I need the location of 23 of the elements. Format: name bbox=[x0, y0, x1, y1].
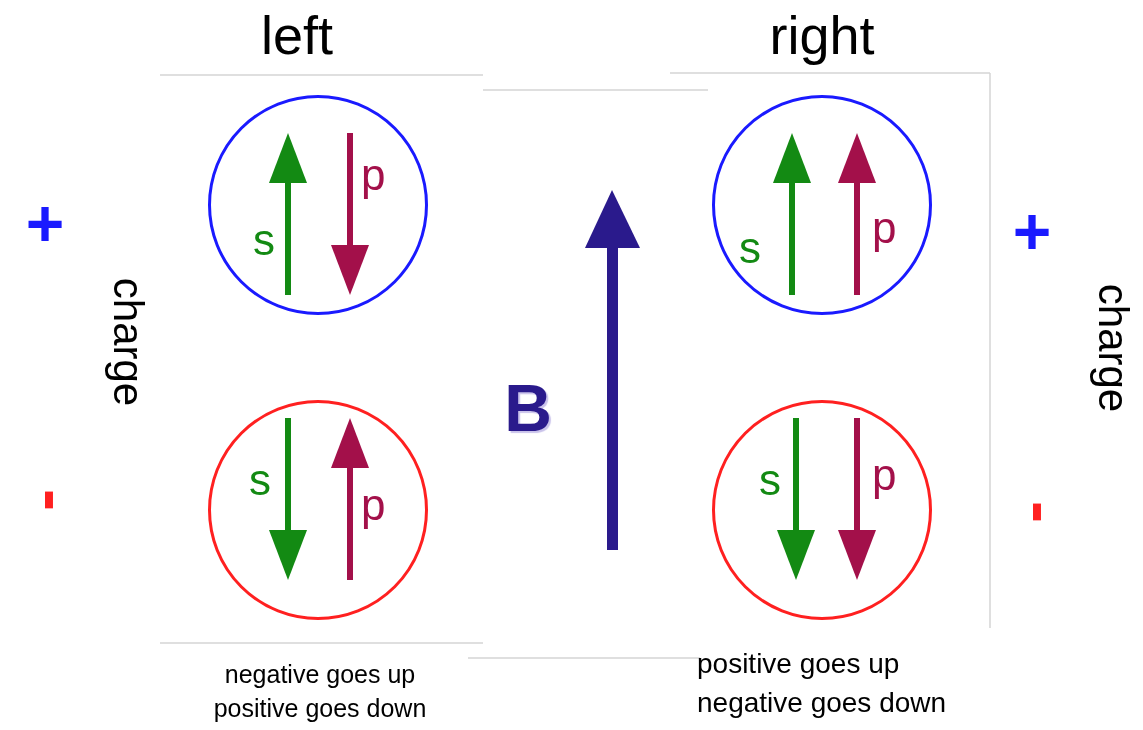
plus-sign: + bbox=[1012, 198, 1052, 264]
particle-circle bbox=[208, 400, 428, 620]
momentum-label: p bbox=[872, 206, 897, 250]
field-label: B bbox=[504, 375, 552, 441]
column-heading: left bbox=[261, 8, 333, 62]
momentum-label: p bbox=[361, 153, 386, 197]
particle-circle bbox=[712, 95, 932, 315]
spin-label: s bbox=[759, 458, 781, 502]
minus-sign: - bbox=[1010, 501, 1076, 523]
particle-circle bbox=[712, 400, 932, 620]
minus-sign: - bbox=[22, 489, 88, 511]
axis-label: charge bbox=[107, 277, 149, 407]
momentum-label: p bbox=[361, 483, 386, 527]
axis-label: charge bbox=[1092, 283, 1134, 413]
caption: negative goes down bbox=[697, 689, 947, 717]
spin-label: s bbox=[249, 458, 271, 502]
caption: positive goes up bbox=[697, 650, 900, 678]
spin-label: s bbox=[253, 218, 275, 262]
plus-sign: + bbox=[25, 190, 65, 256]
momentum-label: p bbox=[872, 453, 897, 497]
spin-label: s bbox=[739, 226, 761, 270]
caption: positive goes down bbox=[213, 696, 427, 721]
particle-circle bbox=[208, 95, 428, 315]
